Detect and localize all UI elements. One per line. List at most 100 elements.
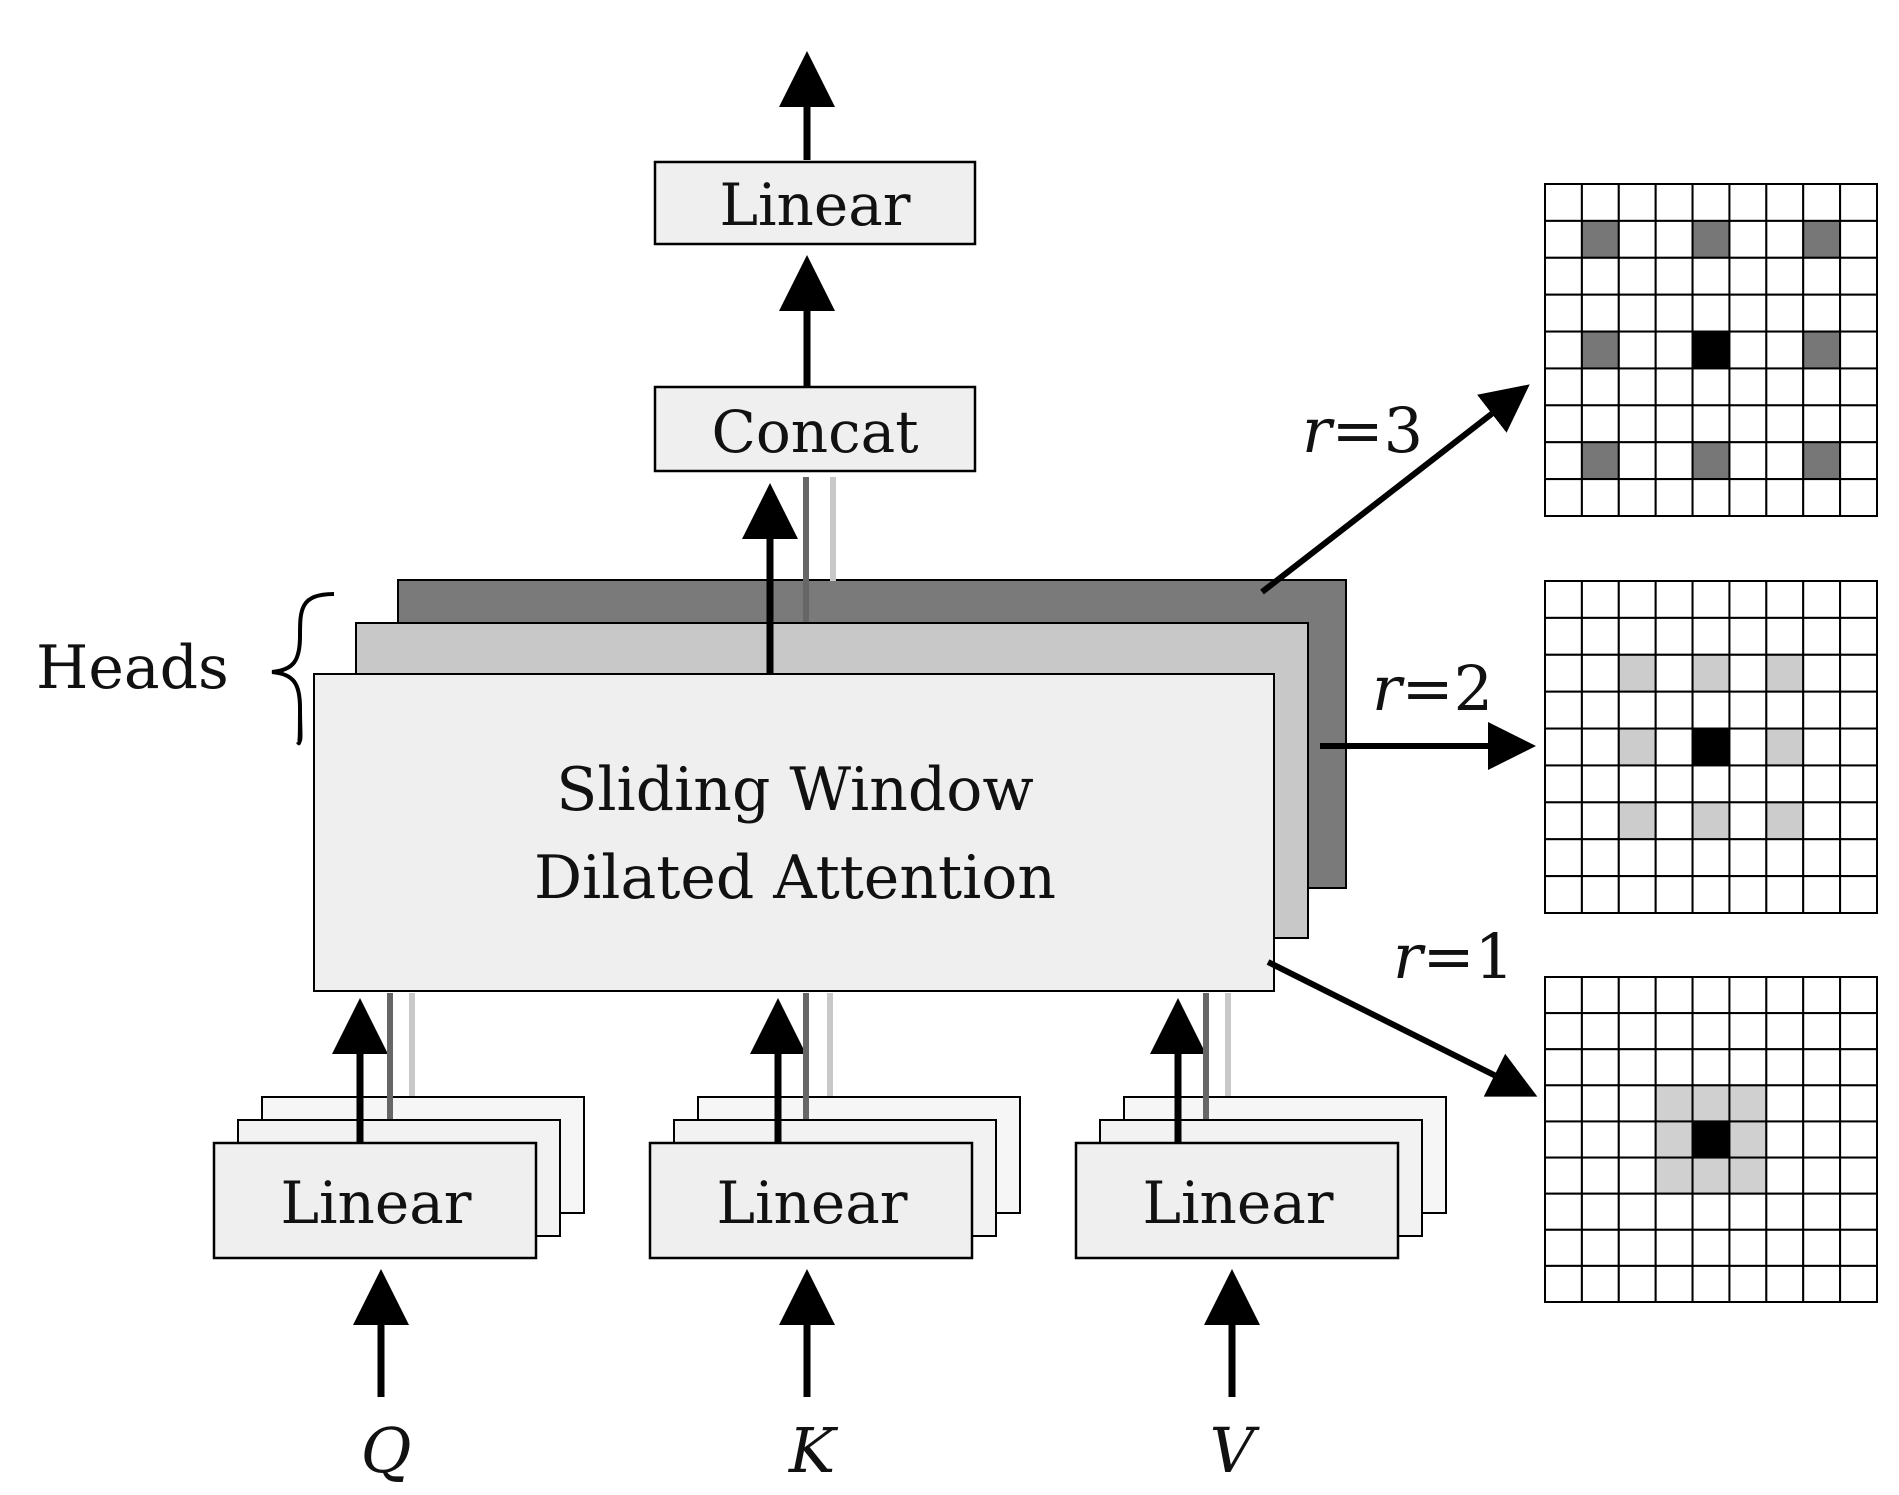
grid-cell bbox=[1839, 1048, 1878, 1087]
grid-cell bbox=[1691, 838, 1731, 878]
grid-cell bbox=[1580, 219, 1620, 259]
grid-cell bbox=[1580, 478, 1620, 517]
grid-cell bbox=[1580, 976, 1620, 1015]
grid-cell bbox=[1580, 367, 1620, 407]
grid-cell bbox=[1544, 219, 1583, 259]
grid-cell bbox=[1839, 1264, 1878, 1304]
grid-cell bbox=[1544, 478, 1583, 517]
grid-cell bbox=[1691, 764, 1731, 804]
grid-cell bbox=[1654, 1192, 1694, 1231]
grid-cell bbox=[1728, 367, 1768, 407]
grid-cell bbox=[1728, 1228, 1768, 1267]
grid-cell bbox=[1617, 801, 1657, 841]
grid-cell bbox=[1544, 875, 1583, 914]
grid-cell bbox=[1728, 1120, 1768, 1159]
grid-cell bbox=[1580, 616, 1620, 656]
grid-cell bbox=[1839, 727, 1878, 767]
grid-cell bbox=[1765, 219, 1805, 259]
grid-cell bbox=[1617, 478, 1657, 517]
grid-cell bbox=[1802, 727, 1842, 767]
grid-cell bbox=[1728, 616, 1768, 656]
grid-cell bbox=[1839, 1084, 1878, 1123]
grid-cell bbox=[1765, 801, 1805, 841]
grid-cell bbox=[1691, 976, 1731, 1015]
grid-cell bbox=[1654, 764, 1694, 804]
grid-cell bbox=[1765, 838, 1805, 878]
grid-cell bbox=[1654, 875, 1694, 914]
grid-cell bbox=[1802, 256, 1842, 296]
grid-cell bbox=[1544, 441, 1583, 481]
grid-cell bbox=[1839, 293, 1878, 333]
grid-cell bbox=[1765, 690, 1805, 730]
grid-cell bbox=[1839, 764, 1878, 804]
grid-cell bbox=[1802, 838, 1842, 878]
k-linear-stack: Linear bbox=[648, 1096, 1021, 1260]
grid-cell bbox=[1654, 404, 1694, 444]
r2-attention-grid bbox=[1544, 580, 1878, 914]
grid-cell bbox=[1654, 367, 1694, 407]
grid-cell bbox=[1765, 976, 1805, 1015]
grid-cell bbox=[1544, 293, 1583, 333]
grid-cell bbox=[1839, 580, 1878, 619]
grid-cell bbox=[1691, 1084, 1731, 1123]
grid-cell bbox=[1765, 293, 1805, 333]
attention-box: Sliding Window Dilated Attention bbox=[313, 673, 1275, 992]
grid-cell bbox=[1728, 1192, 1768, 1231]
grid-cell bbox=[1544, 976, 1583, 1015]
grid-cell bbox=[1839, 801, 1878, 841]
r3-attention-grid bbox=[1544, 183, 1878, 517]
grid-cell bbox=[1765, 367, 1805, 407]
grid-cell bbox=[1544, 838, 1583, 878]
grid-cell bbox=[1691, 1264, 1731, 1304]
grid-cell bbox=[1580, 838, 1620, 878]
grid-cell bbox=[1802, 1120, 1842, 1159]
grid-cell bbox=[1765, 1084, 1805, 1123]
grid-cell bbox=[1839, 256, 1878, 296]
grid-cell bbox=[1839, 1120, 1878, 1159]
grid-cell bbox=[1654, 616, 1694, 656]
grid-cell bbox=[1654, 330, 1694, 370]
output-linear-label: Linear bbox=[719, 171, 910, 239]
grid-cell bbox=[1839, 875, 1878, 914]
grid-cell bbox=[1544, 1192, 1583, 1231]
grid-cell bbox=[1617, 293, 1657, 333]
grid-cell bbox=[1802, 1228, 1842, 1267]
grid-cell bbox=[1691, 580, 1731, 619]
grid-cell bbox=[1839, 616, 1878, 656]
grid-cell bbox=[1544, 653, 1583, 693]
r2-label: r=2 bbox=[1372, 652, 1493, 725]
grid-cell bbox=[1617, 1192, 1657, 1231]
q-label: Q bbox=[361, 1414, 412, 1487]
v-label: V bbox=[1210, 1414, 1261, 1487]
grid-cell bbox=[1544, 330, 1583, 370]
grid-cell bbox=[1839, 219, 1878, 259]
grid-cell bbox=[1765, 441, 1805, 481]
r1-label: r=1 bbox=[1393, 920, 1514, 993]
grid-cell bbox=[1728, 1048, 1768, 1087]
grid-cell bbox=[1728, 183, 1768, 222]
grid-cell bbox=[1839, 330, 1878, 370]
grid-cell bbox=[1580, 330, 1620, 370]
grid-cell bbox=[1691, 404, 1731, 444]
heads-brace-bottom bbox=[297, 707, 303, 744]
q-linear-stack: Linear bbox=[212, 1096, 585, 1260]
grid-cell bbox=[1617, 256, 1657, 296]
grid-cell bbox=[1691, 1012, 1731, 1051]
attention-label-line1: Sliding Window bbox=[556, 755, 1034, 825]
grid-cell bbox=[1617, 1264, 1657, 1304]
grid-cell bbox=[1580, 1012, 1620, 1051]
grid-cell bbox=[1802, 1192, 1842, 1231]
grid-cell bbox=[1765, 330, 1805, 370]
grid-cell bbox=[1839, 690, 1878, 730]
grid-cell bbox=[1728, 801, 1768, 841]
grid-cell bbox=[1580, 801, 1620, 841]
grid-cell bbox=[1654, 441, 1694, 481]
grid-cell bbox=[1544, 1156, 1583, 1195]
grid-cell bbox=[1544, 1048, 1583, 1087]
grid-cell bbox=[1802, 875, 1842, 914]
grid-cell bbox=[1617, 183, 1657, 222]
grid-cell bbox=[1617, 1012, 1657, 1051]
grid-cell bbox=[1654, 183, 1694, 222]
grid-cell bbox=[1728, 219, 1768, 259]
grid-cell bbox=[1617, 690, 1657, 730]
